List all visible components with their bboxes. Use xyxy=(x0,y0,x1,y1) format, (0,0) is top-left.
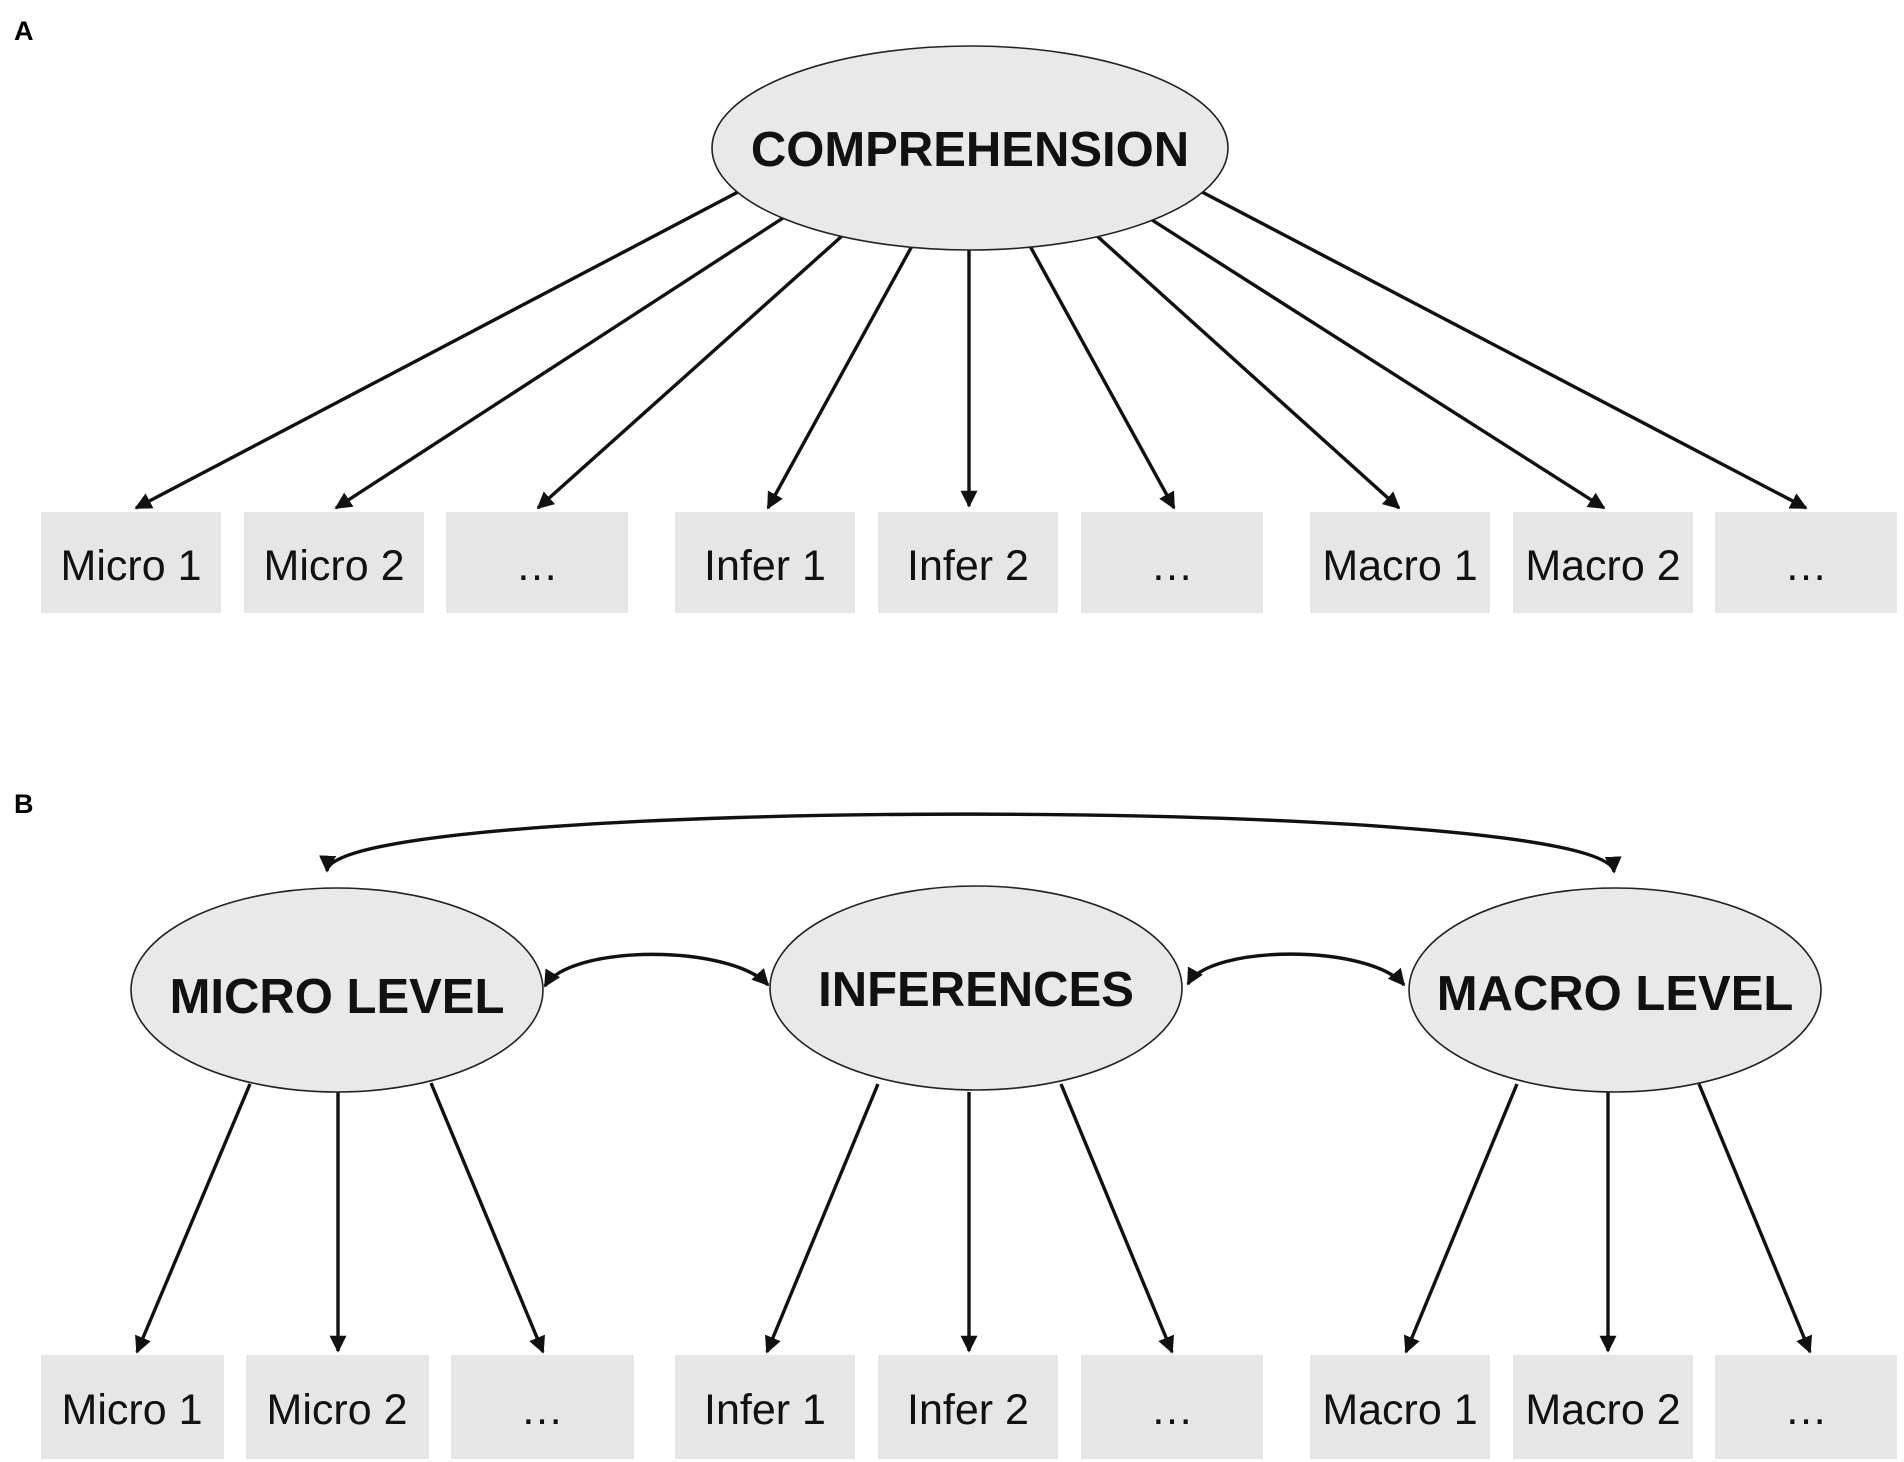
indicator-box: Macro 1 xyxy=(1310,1355,1490,1459)
indicator-label: … xyxy=(521,1386,564,1434)
indicator-box: … xyxy=(451,1355,634,1459)
indicator-box: Macro 2 xyxy=(1513,512,1693,613)
indicator-label: Micro 1 xyxy=(62,1386,203,1434)
arrow-inferences-dots xyxy=(1059,1083,1174,1354)
indicator-label: … xyxy=(1785,1386,1828,1434)
comprehension-ellipse xyxy=(711,45,1229,251)
indicator-box: Micro 2 xyxy=(246,1355,429,1459)
indicator-label: Macro 1 xyxy=(1322,542,1477,590)
node-macro-level: MACRO LEVEL xyxy=(1408,887,1822,1093)
covariance-inferences-macro xyxy=(1186,952,1406,987)
panel-a-indicators: Micro 1 Micro 2 … Infer 1 Infer 2 … xyxy=(41,512,1897,613)
panel-a-label: A xyxy=(14,16,34,46)
node-micro-level: MICRO LEVEL xyxy=(130,887,544,1093)
covariance-micro-inferences xyxy=(543,952,770,988)
panel-b-arrows xyxy=(135,1082,1812,1354)
indicator-label: Infer 2 xyxy=(907,542,1029,590)
node-comprehension: COMPREHENSION xyxy=(711,45,1229,251)
indicator-label: Micro 2 xyxy=(264,542,405,590)
macro-level-ellipse xyxy=(1408,887,1822,1093)
indicator-label: Macro 2 xyxy=(1525,542,1680,590)
indicator-box: … xyxy=(1715,512,1897,613)
inferences-ellipse xyxy=(769,885,1183,1091)
panel-b-indicators: Micro 1 Micro 2 … Infer 1 Infer 2 … xyxy=(41,1355,1897,1459)
indicator-label: Micro 2 xyxy=(267,1386,408,1434)
indicator-box: Macro 1 xyxy=(1310,512,1490,613)
arrow-comp-dots2 xyxy=(1028,245,1176,510)
indicator-box: Infer 1 xyxy=(675,1355,855,1459)
arrow-inferences-infer1 xyxy=(765,1083,880,1354)
indicator-box: Infer 2 xyxy=(878,1355,1058,1459)
covariance-micro-macro xyxy=(319,812,1622,874)
indicator-box: Macro 2 xyxy=(1513,1355,1693,1459)
indicator-box: … xyxy=(1715,1355,1897,1459)
indicator-label: … xyxy=(516,542,559,590)
panel-a-arrows xyxy=(134,190,1808,510)
indicator-box: … xyxy=(1081,512,1263,613)
arrow-comp-macro1 xyxy=(1095,234,1401,510)
indicator-box: Micro 2 xyxy=(244,512,424,613)
indicator-label: Infer 1 xyxy=(704,542,826,590)
indicator-label: … xyxy=(1151,542,1194,590)
indicator-label: Macro 1 xyxy=(1322,1386,1477,1434)
arrow-micro-dots xyxy=(429,1082,545,1354)
micro-level-ellipse xyxy=(130,887,544,1093)
indicator-box: Micro 1 xyxy=(41,1355,224,1459)
arrow-micro-micro1 xyxy=(135,1083,252,1354)
indicator-label: … xyxy=(1151,1386,1194,1434)
panel-b-covariances xyxy=(319,812,1622,988)
comprehension-label: COMPREHENSION xyxy=(751,123,1189,177)
panel-a: A COMPREHENSION Micro 1 Mi xyxy=(14,16,1897,613)
indicator-box: Infer 1 xyxy=(675,512,855,613)
indicator-label: Macro 2 xyxy=(1525,1386,1680,1434)
node-inferences: INFERENCES xyxy=(769,885,1183,1091)
indicator-box: Infer 2 xyxy=(878,512,1058,613)
macro-level-label: MACRO LEVEL xyxy=(1437,967,1794,1021)
arrow-comp-dots3 xyxy=(1201,190,1808,510)
panel-b-label: B xyxy=(14,789,34,819)
arrow-comp-micro1 xyxy=(134,190,739,510)
indicator-label: Infer 1 xyxy=(704,1386,826,1434)
panel-b: B MICRO LEVEL INFERENCES xyxy=(14,789,1897,1459)
arrow-comp-macro2 xyxy=(1151,218,1606,510)
indicator-label: Infer 2 xyxy=(907,1386,1029,1434)
indicator-box: … xyxy=(446,512,628,613)
arrow-macro-macro1 xyxy=(1404,1083,1519,1354)
arrow-comp-micro2 xyxy=(334,216,784,510)
arrow-macro-dots xyxy=(1697,1083,1812,1354)
inferences-label: INFERENCES xyxy=(818,963,1134,1017)
micro-level-label: MICRO LEVEL xyxy=(170,970,505,1024)
indicator-box: Micro 1 xyxy=(41,512,221,613)
arrow-comp-infer1 xyxy=(766,245,914,510)
indicator-label: Micro 1 xyxy=(61,542,202,590)
arrow-comp-dots1 xyxy=(536,234,844,510)
indicator-label: … xyxy=(1785,542,1828,590)
indicator-box: … xyxy=(1081,1355,1263,1459)
